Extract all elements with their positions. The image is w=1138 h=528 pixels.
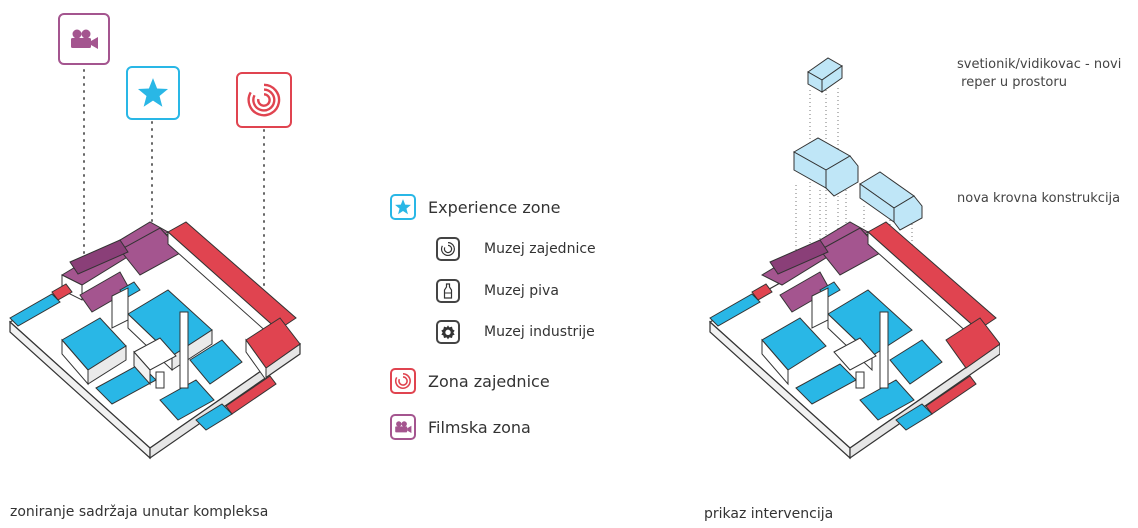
community-zone-roofs	[51, 221, 301, 415]
left-caption: zoniranje sadržaja unutar kompleksa	[10, 504, 269, 520]
legend-muzej-zajednice: Muzej zajednice	[436, 237, 596, 261]
film-zone-callout	[58, 13, 110, 65]
star-icon	[390, 194, 416, 220]
roof-note: nova krovna konstrukcija	[957, 191, 1121, 206]
left-complex-diagram	[8, 69, 301, 460]
bottle-icon	[436, 279, 460, 303]
white-buildings-right	[811, 287, 889, 389]
film-zone-roofs	[60, 221, 183, 313]
spiral-icon	[390, 368, 416, 394]
chimney	[879, 311, 889, 389]
roof-structure-2	[859, 171, 923, 231]
camera-icon	[390, 414, 416, 440]
community-zone-roofs-right	[751, 221, 1000, 415]
chimney	[179, 311, 189, 389]
legend-label: Muzej piva	[484, 283, 559, 299]
right-caption: prikaz intervencija	[704, 506, 834, 522]
camera-icon	[71, 29, 98, 49]
star-icon	[137, 78, 169, 107]
legend-label: Muzej industrije	[484, 324, 595, 340]
legend-label: Muzej zajednice	[484, 241, 596, 257]
spiral-icon	[247, 83, 281, 117]
legend-label: Zona zajednice	[428, 371, 550, 391]
legend-filmska-zona: Filmska zona	[390, 414, 531, 440]
legend-experience-zone: Experience zone	[390, 194, 560, 220]
lighthouse-note-line2: reper u prostoru	[957, 75, 1067, 90]
legend-label: Filmska zona	[428, 417, 531, 437]
film-zone-roofs-right	[760, 221, 883, 313]
legend-muzej-industrije: Muzej industrije	[436, 320, 595, 344]
lighthouse-block	[807, 57, 843, 93]
community-zone-callout	[236, 72, 292, 128]
roof-structure-1	[792, 137, 859, 197]
lighthouse-note: svetionik/vidikovac - novi reper u prost…	[957, 56, 1121, 92]
right-complex-diagram	[708, 57, 1000, 460]
legend-muzej-piva: Muzej piva	[436, 279, 559, 303]
legend-label: Experience zone	[428, 197, 561, 217]
white-buildings	[111, 287, 189, 389]
legend-zona-zajednice: Zona zajednice	[390, 368, 550, 394]
lighthouse-note-line1: svetionik/vidikovac - novi	[957, 57, 1122, 72]
gear-icon	[436, 320, 460, 344]
experience-zone-callout	[126, 66, 180, 120]
spiral-icon	[436, 237, 460, 261]
